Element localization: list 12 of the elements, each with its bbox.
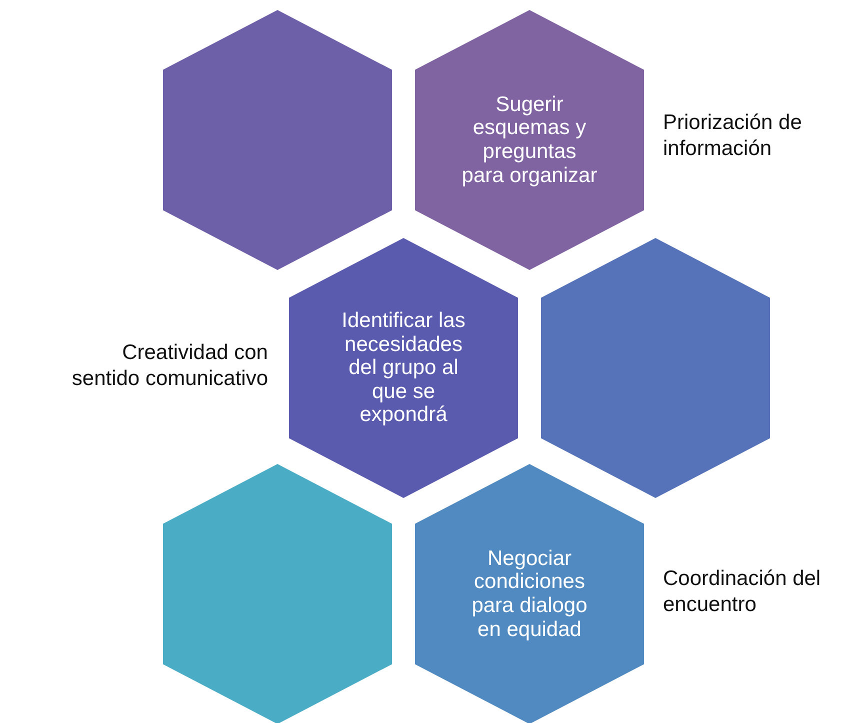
hexagon: [163, 10, 392, 270]
side-label: Priorización de información: [663, 110, 803, 162]
side-label: Coordinación del encuentro: [663, 566, 822, 618]
hexagon: [163, 464, 392, 723]
hexagon-text: Negociar condiciones para dialogo en equidad: [470, 546, 588, 642]
hexagon: [289, 238, 518, 498]
hexagon-text: Sugerir esquemas y preguntas para organizar: [462, 92, 598, 188]
side-label: Creatividad con sentido comunicativo: [70, 340, 268, 392]
hexagon-text: Identificar las necesidades del grupo al que se expondrá: [340, 309, 466, 427]
hexagon: [541, 238, 770, 498]
hexagon: [415, 464, 644, 723]
hexagon: [415, 10, 644, 270]
